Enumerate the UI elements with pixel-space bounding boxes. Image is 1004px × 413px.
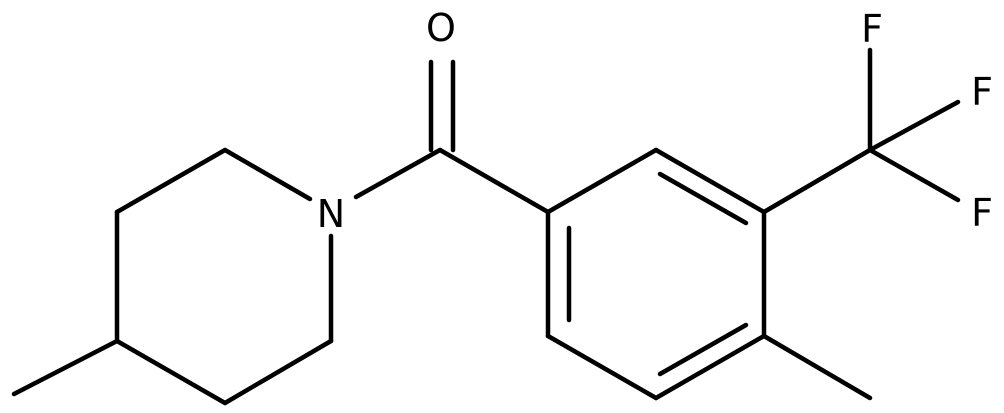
bond-ar4-ar5	[653, 333, 767, 401]
carbonyl-group	[353, 59, 551, 215]
bond-methyl-c4	[11, 338, 120, 397]
bond-ar1-ar2	[545, 147, 659, 215]
fluorine-label-3: F	[971, 191, 993, 235]
bond-c6-c5	[222, 338, 334, 406]
bond-ar2-ar3	[653, 147, 767, 215]
benzene-ring	[545, 147, 767, 401]
bond-c2-n	[222, 147, 313, 202]
nitrogen-label: N	[317, 192, 345, 236]
oxygen-label: O	[426, 6, 456, 50]
bond-c-f3	[867, 147, 961, 203]
bond-carbonyl-aryl	[437, 147, 551, 215]
piperidine-ring	[11, 147, 334, 406]
bond-n-carbonyl	[353, 147, 443, 200]
bond-ar5-ar6	[545, 333, 659, 401]
bond-aryl-methyl	[761, 333, 873, 401]
bond-c-f2	[867, 99, 961, 153]
bond-ar3-cf3	[761, 147, 873, 215]
bond-ar4-ar5-inner	[657, 322, 749, 377]
fluorine-label-1: F	[861, 7, 883, 51]
fluorine-label-2: F	[971, 70, 993, 114]
trifluoromethyl-group	[761, 47, 961, 215]
bond-ar2-ar3-inner	[657, 171, 749, 226]
bond-c5-c4	[114, 338, 228, 406]
bond-c3-c2	[114, 147, 228, 215]
